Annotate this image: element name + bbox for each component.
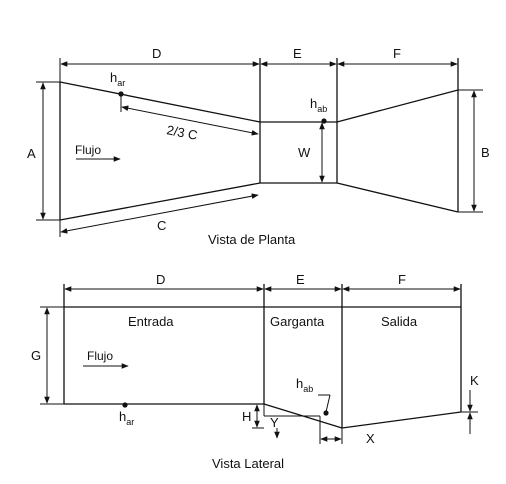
- side-label-salida: Salida: [381, 314, 418, 329]
- plan-h-ab-point: [321, 118, 327, 124]
- side-flow: Flujo: [83, 349, 129, 369]
- side-flow-label: Flujo: [87, 349, 113, 363]
- side-label-entrada: Entrada: [128, 314, 174, 329]
- plan-dim-e-label: E: [293, 46, 302, 61]
- side-dim-top: D E F: [64, 272, 461, 292]
- side-h-ar-point: [122, 402, 128, 408]
- plan-dim-d-label: D: [152, 46, 161, 61]
- plan-dim-a-label: A: [27, 146, 36, 161]
- plan-h-ab-label: hab: [310, 96, 327, 114]
- side-dim-f-label: F: [398, 272, 406, 287]
- side-dim-e-label: E: [296, 272, 305, 287]
- side-dim-d-label: D: [156, 272, 165, 287]
- plan-h-ar-point: [118, 91, 124, 97]
- plan-dim-two-thirds-c: 2/3 C: [120, 94, 259, 143]
- side-h-ab-point: [323, 410, 329, 416]
- side-dim-y: Y: [270, 415, 280, 439]
- plan-caption: Vista de Planta: [208, 232, 296, 247]
- plan-dim-a: A: [27, 81, 60, 221]
- plan-dim-b: B: [458, 89, 490, 213]
- side-view: D E F Entrada Garganta Salida G K H: [31, 272, 479, 471]
- plan-dim-f-label: F: [393, 46, 401, 61]
- plan-dim-b-label: B: [481, 145, 490, 160]
- plan-flow-label: Flujo: [75, 143, 101, 157]
- plan-dim-c-label: C: [157, 218, 166, 233]
- side-h-ar: har: [119, 402, 134, 427]
- side-dim-x: X: [319, 416, 375, 446]
- plan-dim-top: D E F: [60, 46, 458, 67]
- side-caption: Vista Lateral: [212, 456, 284, 471]
- side-dim-y-label: Y: [270, 415, 279, 430]
- plan-dim-c: C: [59, 193, 259, 237]
- side-h-ab-label: hab: [296, 376, 313, 394]
- plan-h-ab: hab: [310, 96, 327, 124]
- side-h-ar-label: har: [119, 409, 134, 427]
- side-outline: [63, 284, 462, 429]
- plan-h-ar-label: har: [110, 70, 125, 88]
- plan-dim-w: W: [298, 122, 325, 183]
- plan-dim-two-thirds-c-label: 2/3 C: [165, 122, 198, 143]
- plan-dim-w-label: W: [298, 145, 311, 160]
- side-dim-h-label: H: [242, 409, 251, 424]
- side-dim-g: G: [31, 306, 64, 405]
- plan-h-ar: har: [110, 70, 125, 97]
- side-label-garganta: Garganta: [270, 314, 325, 329]
- side-dim-k: K: [461, 373, 479, 434]
- side-dim-k-label: K: [470, 373, 479, 388]
- plan-flow: Flujo: [75, 143, 121, 162]
- plan-view: D E F A B W 2/3 C: [27, 46, 490, 247]
- side-h-ab: hab: [296, 376, 331, 416]
- side-dim-x-label: X: [366, 431, 375, 446]
- side-dim-g-label: G: [31, 348, 41, 363]
- side-dim-h: H: [242, 403, 264, 429]
